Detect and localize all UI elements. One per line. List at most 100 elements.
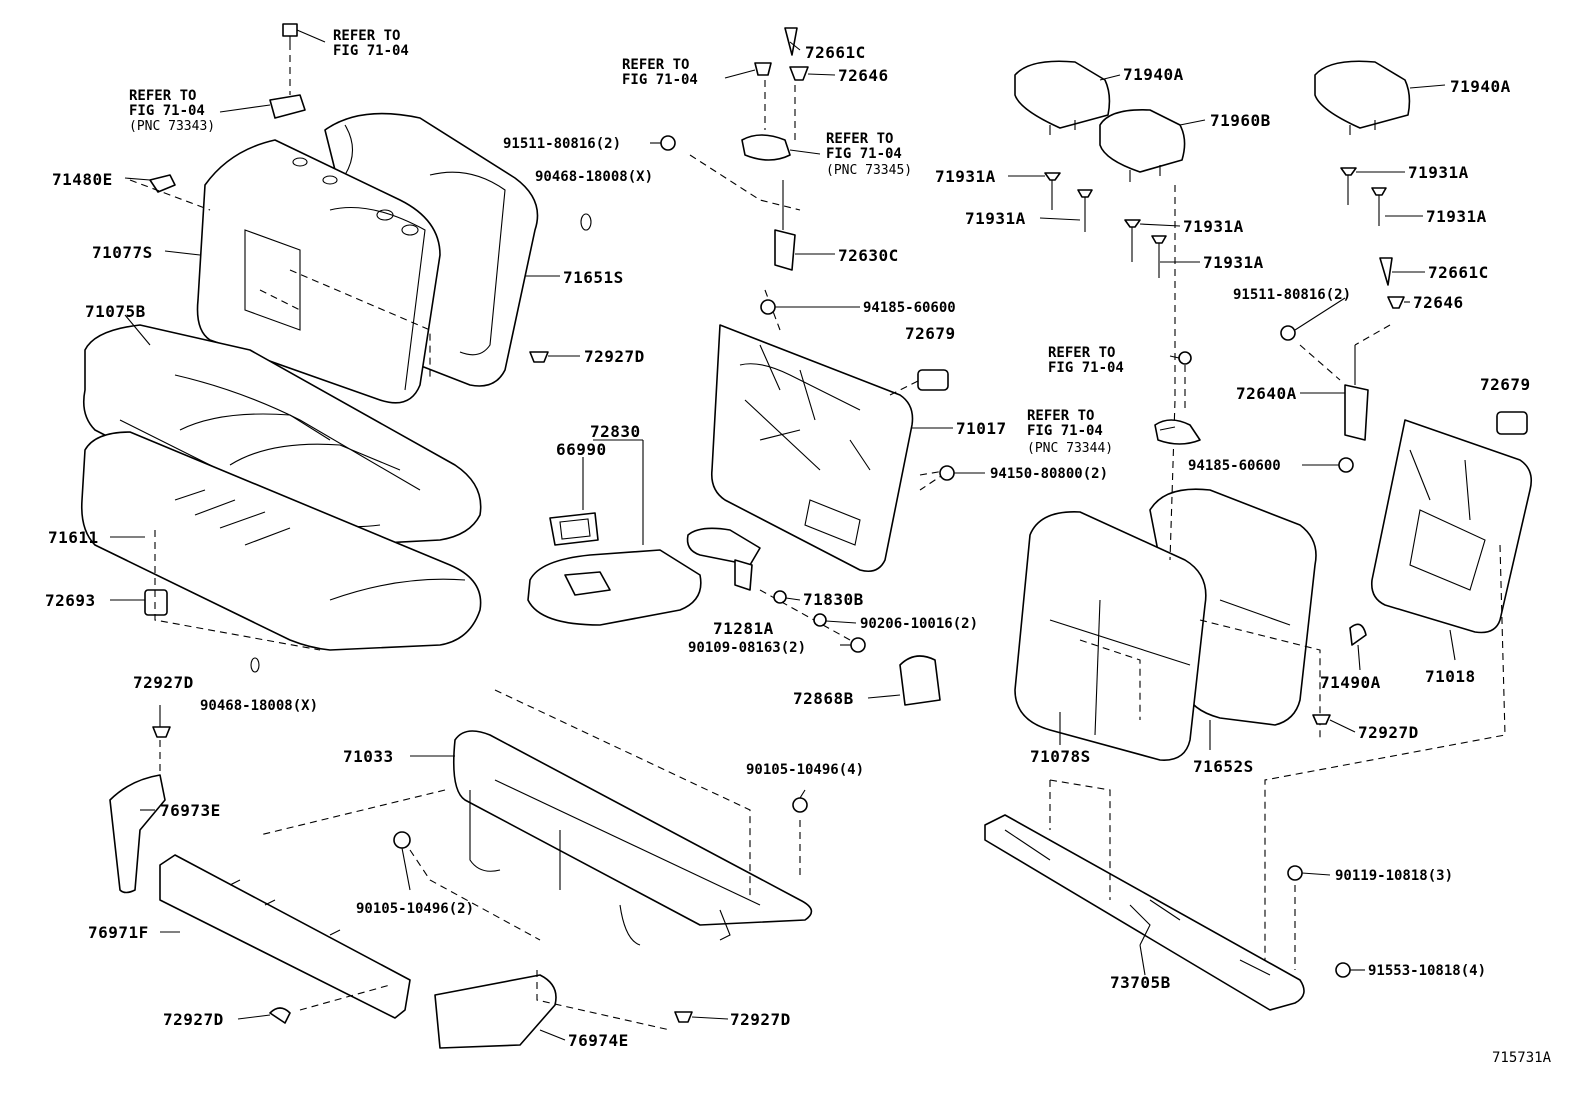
label-71960B: 71960B <box>1210 111 1271 130</box>
label-72927D-c: 72927D <box>133 673 194 692</box>
cup-holder-66990 <box>549 512 599 546</box>
guides-71931A <box>1044 167 1387 278</box>
clip-90468-a <box>580 213 592 231</box>
label-71017: 71017 <box>956 419 1007 438</box>
ref6-line1: REFER TO <box>1027 408 1094 424</box>
ref3-line2: FIG 71-04 <box>622 72 698 88</box>
label-71075B: 71075B <box>85 302 146 321</box>
bolt-91511-b <box>1280 325 1296 341</box>
headrest-71940A-b <box>1314 60 1411 135</box>
label-90105-b: 90105-10496(2) <box>356 901 474 917</box>
clip-72927D-e <box>674 1011 693 1023</box>
nut-94185-a <box>760 299 776 315</box>
armrest <box>527 549 702 626</box>
label-71033: 71033 <box>343 747 394 766</box>
hook-71480E <box>149 174 176 193</box>
label-90206: 90206-10016(2) <box>860 616 978 632</box>
ref5-line2: FIG 71-04 <box>1048 360 1124 376</box>
bolt-90119 <box>1287 865 1303 881</box>
label-71931A-6: 71931A <box>1426 207 1487 226</box>
clip-71490A <box>1349 623 1367 646</box>
label-71931A-5: 71931A <box>1408 163 1469 182</box>
label-71018: 71018 <box>1425 667 1476 686</box>
headrest-71940A-a <box>1014 60 1111 135</box>
button-72679-b <box>1496 411 1528 435</box>
nut-94185-b <box>1338 457 1354 473</box>
label-71940A-b: 71940A <box>1450 77 1511 96</box>
clip-72927D-c <box>152 726 171 738</box>
label-90119: 90119-10818(3) <box>1335 868 1453 884</box>
cover-72868B <box>899 655 941 706</box>
bolt-91553 <box>1335 962 1351 978</box>
label-91511-a: 91511-80816(2) <box>503 136 621 152</box>
label-71490A: 71490A <box>1320 673 1381 692</box>
seatback-frame-71018 <box>1370 419 1533 634</box>
label-72661C-b: 72661C <box>1428 263 1489 282</box>
bolt-90105-b <box>393 831 411 849</box>
refer-to-notes: REFER TO FIG 71-04 REFER TO FIG 71-04 (P… <box>129 28 1124 456</box>
label-71281A: 71281A <box>713 619 774 638</box>
bracket-71281A <box>686 527 761 591</box>
label-72868B: 72868B <box>793 689 854 708</box>
clip-72693 <box>144 589 168 616</box>
ref2-line2: FIG 71-04 <box>129 103 205 119</box>
label-91511-b: 91511-80816(2) <box>1233 287 1351 303</box>
label-90468-a: 90468-18008(X) <box>535 169 653 185</box>
label-94185-a: 94185-60600 <box>863 300 956 316</box>
cover-76973E <box>109 774 166 894</box>
label-90105-a: 90105-10496(4) <box>746 762 864 778</box>
ref6-line2: FIG 71-04 <box>1027 423 1103 439</box>
label-76973E: 76973E <box>160 801 221 820</box>
seatback-cover-front <box>196 139 441 404</box>
label-94150: 94150-80800(2) <box>990 466 1108 482</box>
label-72630C: 72630C <box>838 246 899 265</box>
label-71931A-4: 71931A <box>1203 253 1264 272</box>
label-72646-b: 72646 <box>1413 293 1464 312</box>
ref1-line1: REFER TO <box>333 28 400 44</box>
label-72927D-a: 72927D <box>584 347 645 366</box>
label-90109: 90109-08163(2) <box>688 640 806 656</box>
cushion-frame-71033 <box>452 730 813 946</box>
label-72679-a: 72679 <box>905 324 956 343</box>
label-72830: 72830 <box>590 422 641 441</box>
retractor-72640A <box>1344 345 1369 441</box>
label-72927D-e: 72927D <box>730 1010 791 1029</box>
ref2-line1: REFER TO <box>129 88 196 104</box>
headrest-71960B <box>1099 108 1186 182</box>
ref6-pnc: (PNC 73344) <box>1027 441 1113 456</box>
ref4-pnc: (PNC 73345) <box>826 163 912 178</box>
seat-cushion-pad <box>80 431 482 651</box>
label-90468-b: 90468-18008(X) <box>200 698 318 714</box>
ref5-line1: REFER TO <box>1048 345 1115 361</box>
clip-72927D-d <box>269 1007 291 1024</box>
leader-lines <box>110 29 1456 1041</box>
bolt-90109 <box>850 637 866 653</box>
ref2-pnc: (PNC 73343) <box>129 119 215 134</box>
ref4-line2: FIG 71-04 <box>826 146 902 162</box>
label-72661C-a: 72661C <box>805 43 866 62</box>
label-71931A-3: 71931A <box>1183 217 1244 236</box>
label-72693: 72693 <box>45 591 96 610</box>
clip-72646-a <box>789 66 809 81</box>
label-73705B: 73705B <box>1110 973 1171 992</box>
label-72679-b: 72679 <box>1480 375 1531 394</box>
frame-73705B <box>984 814 1305 1011</box>
label-71830B: 71830B <box>803 590 864 609</box>
label-94185-b: 94185-60600 <box>1188 458 1281 474</box>
ref1-line2: FIG 71-04 <box>333 43 409 59</box>
label-71931A-2: 71931A <box>965 209 1026 228</box>
label-76974E: 76974E <box>568 1031 629 1050</box>
screw-top-center <box>754 62 772 76</box>
clip-72927D-b <box>1312 714 1331 725</box>
label-71611: 71611 <box>48 528 99 547</box>
label-71940A-a: 71940A <box>1123 65 1184 84</box>
figure-id: 715731A <box>1492 1050 1552 1066</box>
seatback-frame-71017 <box>710 324 914 573</box>
nut-94150 <box>939 465 955 481</box>
label-72927D-d: 72927D <box>163 1010 224 1029</box>
label-72640A: 72640A <box>1236 384 1297 403</box>
bolt-91511-a <box>660 135 676 151</box>
seatback-cover-71078S <box>1014 511 1207 761</box>
clip-72927D-a <box>529 351 549 363</box>
button-72679-a <box>917 369 949 391</box>
